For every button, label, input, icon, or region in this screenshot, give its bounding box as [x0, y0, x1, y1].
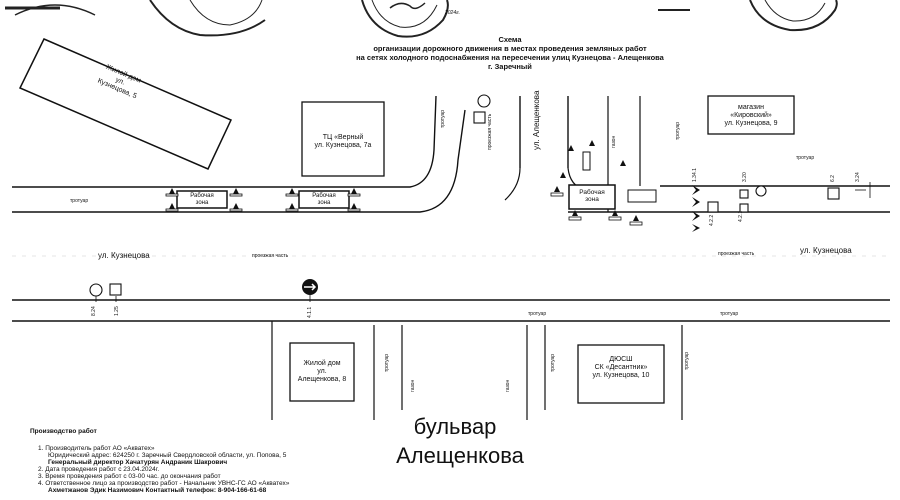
road-edge-north-west: [12, 109, 466, 213]
sidewalk-label-2: тротуар: [796, 155, 815, 161]
chevron-signs: [692, 185, 700, 232]
carriageway-label-3: проезжая часть: [487, 113, 493, 150]
scheme-subtitle-2: на сетях холодного подоснабжения на пере…: [356, 53, 664, 62]
lawn-label-1: газон: [611, 135, 617, 148]
building-school: [577, 344, 665, 404]
sign-number: 1.34.1: [692, 168, 698, 182]
sign-number: 1.25: [114, 306, 120, 316]
curb-north-west: [12, 95, 437, 188]
sidewalk-label-8: тротуар: [550, 353, 556, 372]
building-house-kuznetsova-5: [18, 38, 233, 170]
carriageway-label-2: проезжая часть: [718, 251, 755, 257]
street-kuznetsova-west: ул. Кузнецова: [98, 251, 150, 260]
notes-item-3: Генеральный директор Хачатурян Андраник …: [48, 459, 228, 466]
notes-item-7: Ахметжанов Эдик Назимович Контактный тел…: [48, 487, 267, 494]
scheme-subtitle-1: организации дорожного движения в местах …: [373, 44, 647, 53]
sidewalk-label-5: тротуар: [440, 109, 446, 128]
tc-label: ТЦ «Верный ул. Кузнецова, 7а: [314, 134, 372, 149]
stamp-left: [5, 0, 266, 37]
work-zone-1: [176, 190, 228, 209]
sign-number: 6.2: [830, 175, 836, 182]
boulevard-label-1: бульвар: [413, 414, 497, 439]
sidewalk-label-4: тротуар: [720, 311, 739, 317]
house8-label: Жилой дом ул. Алещенкова, 8: [297, 360, 347, 383]
shop-label: магазин «Кировский» ул. Кузнецова, 9: [724, 104, 778, 127]
stamp-year: 2024г.: [445, 10, 460, 16]
stamp-right: [658, 0, 838, 32]
notes-item-6: 4. Ответственное лицо за производство ра…: [38, 480, 290, 487]
street-aleshchenkova: ул. Алещенкова: [532, 90, 541, 150]
road-signs: [89, 94, 840, 297]
boulevard-label-2: Алещенкова: [396, 443, 524, 468]
sign-number: 4.1.1: [307, 306, 313, 318]
notes-item-5: 3. Время проведения работ с 03-00 час. д…: [38, 473, 221, 480]
work-zone-3: [568, 184, 616, 210]
stamp-center: [361, 0, 449, 38]
notes-item-2: Юридический адрес: 624250 г. Заречный Св…: [48, 452, 287, 459]
notes-item-4: 2. Дата проведения работ с 23.04.2024г.: [38, 466, 160, 473]
sidewalk-label-1: тротуар: [70, 198, 89, 204]
sign-number: 4.2.1: [738, 210, 744, 222]
school-label: ДЮСШ СК «Десантник» ул. Кузнецова, 10: [592, 356, 650, 379]
building-house-aleshchenkova-8: [289, 342, 355, 402]
scheme-title: Схема: [498, 35, 522, 44]
sidewalk-label-3: тротуар: [528, 311, 547, 317]
street-kuznetsova-east: ул. Кузнецова: [800, 246, 852, 255]
notes-item-1: 1. Производитель работ АО «Акватех»: [38, 445, 155, 452]
building-shop-kirovsky: [707, 95, 795, 135]
sign-number: 8.24: [91, 306, 97, 316]
work-zone-2: [298, 190, 350, 209]
traffic-cones: [169, 140, 639, 221]
carriageway-label-1: проезжая часть: [252, 253, 289, 259]
building-tc-verny: [301, 101, 385, 177]
lawn-label-2: газон: [410, 379, 416, 392]
sign-number: 3.24: [855, 172, 861, 182]
sidewalk-label-6: тротуар: [675, 121, 681, 140]
sign-number: 4.2.2: [709, 214, 715, 226]
scheme-subtitle-3: г. Заречный: [488, 62, 532, 71]
notes-title: Производство работ: [30, 428, 97, 435]
lawn-label-3: газон: [505, 379, 511, 392]
sign-number: 3.20: [742, 172, 748, 182]
sidewalk-label-7: тротуар: [384, 353, 390, 372]
sidewalk-label-9: тротуар: [684, 351, 690, 370]
